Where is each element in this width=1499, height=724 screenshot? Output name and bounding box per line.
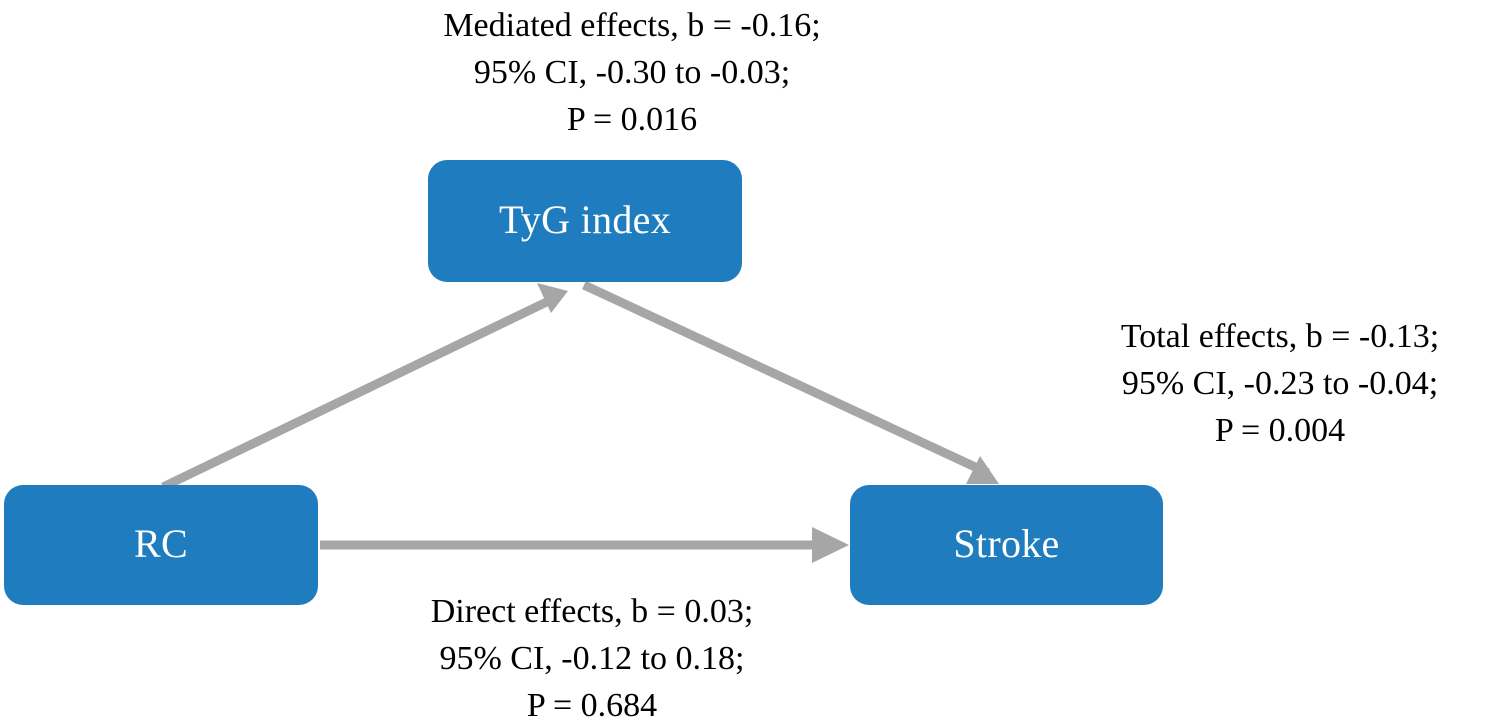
- arrow-rc-to-stroke: [320, 527, 849, 563]
- annotation-total-effects: Total effects, b = -0.13; 95% CI, -0.23 …: [1060, 313, 1499, 454]
- annotation-total-line-3: P = 0.004: [1214, 412, 1346, 449]
- arrowhead-icon: [537, 283, 568, 313]
- annotation-direct-line-2: 95% CI, -0.12 to 0.18;: [439, 640, 745, 677]
- node-stroke[interactable]: Stroke: [850, 485, 1163, 605]
- annotation-direct-effects: Direct effects, b = 0.03; 95% CI, -0.12 …: [332, 588, 852, 724]
- annotation-total-line-1: Total effects, b = -0.13;: [1120, 318, 1440, 355]
- node-rc[interactable]: RC: [4, 485, 318, 605]
- annotation-mediated-line-1: Mediated effects, b = -0.16;: [443, 7, 821, 44]
- arrowhead-icon: [966, 456, 999, 484]
- annotation-direct-line-1: Direct effects, b = 0.03;: [430, 593, 754, 630]
- node-tyg-index[interactable]: TyG index: [428, 160, 742, 282]
- arrow-tyg-to-stroke: [582, 280, 999, 484]
- annotation-direct-line-3: P = 0.684: [526, 687, 658, 724]
- node-stroke-label: Stroke: [953, 521, 1060, 566]
- node-rc-label: RC: [134, 521, 188, 566]
- arrow-rc-to-tyg: [161, 283, 568, 492]
- annotation-mediated-line-2: 95% CI, -0.30 to -0.03;: [473, 54, 791, 91]
- annotation-total-line-2: 95% CI, -0.23 to -0.04;: [1121, 365, 1439, 402]
- annotation-mediated-effects: Mediated effects, b = -0.16; 95% CI, -0.…: [348, 2, 916, 143]
- annotation-mediated-line-3: P = 0.016: [566, 101, 698, 138]
- node-tyg-index-label: TyG index: [498, 197, 672, 242]
- arrowhead-icon: [812, 527, 849, 563]
